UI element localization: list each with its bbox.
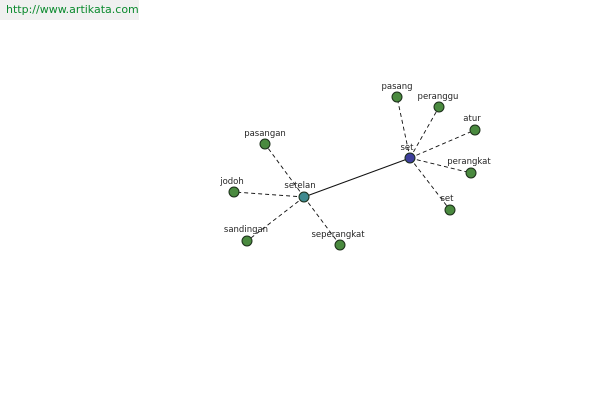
node-pasang[interactable] (391, 91, 403, 103)
node-pasangan[interactable] (259, 138, 271, 150)
node-set-leaf[interactable] (444, 204, 456, 216)
edge-setelan-sandingan (246, 196, 305, 242)
edge-setelan-seperangkat (303, 196, 341, 246)
nodes-layer (228, 91, 481, 251)
node-perangkat[interactable] (465, 167, 477, 179)
label-pasang: pasang (381, 82, 412, 92)
node-set[interactable] (404, 152, 416, 164)
label-set-leaf: set (441, 194, 455, 204)
edge-set-peranggu (409, 106, 440, 159)
edge-setelan-pasangan (264, 143, 305, 198)
edge-set-atur (409, 129, 476, 159)
label-atur: atur (463, 114, 481, 124)
label-seperangkat: seperangkat (311, 230, 365, 240)
label-pasangan: pasangan (244, 129, 286, 139)
edge-setelan-jodoh (233, 191, 305, 198)
label-set: set (401, 143, 415, 153)
label-perangkat: perangkat (447, 157, 491, 167)
label-jodoh: jodoh (219, 177, 244, 187)
node-sandingan[interactable] (241, 235, 253, 247)
edge-set-set-leaf (409, 157, 451, 211)
edge-setelan-set (303, 157, 411, 198)
node-seperangkat[interactable] (334, 239, 346, 251)
node-setelan[interactable] (298, 191, 310, 203)
edge-set-pasang (396, 96, 411, 159)
label-peranggu: peranggu (418, 92, 459, 102)
site-url[interactable]: http://www.artikata.com (0, 0, 139, 20)
node-jodoh[interactable] (228, 186, 240, 198)
edge-set-perangkat (409, 157, 472, 174)
node-peranggu[interactable] (433, 101, 445, 113)
label-sandingan: sandingan (224, 225, 268, 235)
node-atur[interactable] (469, 124, 481, 136)
label-setelan: setelan (284, 181, 315, 191)
edges-layer (233, 96, 476, 246)
